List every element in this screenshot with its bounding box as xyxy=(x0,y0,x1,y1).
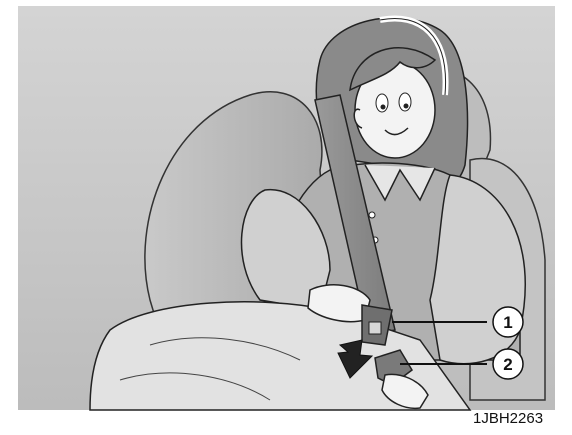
image-code: 1JBH2263 xyxy=(473,410,543,427)
callout-label-2: 2 xyxy=(503,355,512,374)
dress-button xyxy=(369,212,375,218)
callout-label-1: 1 xyxy=(503,313,512,332)
right-pupil xyxy=(404,104,409,109)
tongue-slot xyxy=(369,322,381,334)
left-eye xyxy=(376,94,388,112)
left-pupil xyxy=(381,105,386,110)
right-eye xyxy=(399,93,411,111)
